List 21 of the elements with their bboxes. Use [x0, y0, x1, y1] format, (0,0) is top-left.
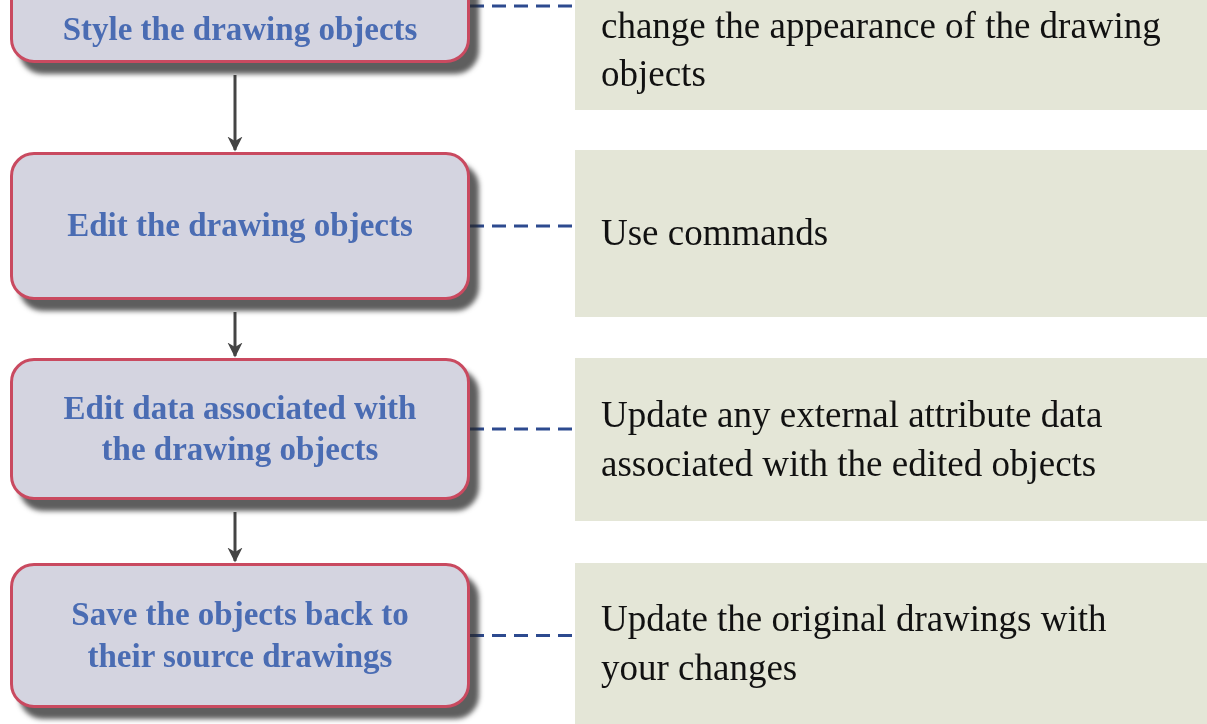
note-text: Use commands [601, 211, 829, 256]
note-text: Update the original drawings with your changes [601, 597, 1108, 690]
process-box [10, 563, 470, 708]
note-box [575, 150, 1207, 317]
step-label: Save the objects back to their source drawings [70, 595, 410, 676]
note-box [575, 358, 1207, 521]
note-box [575, 563, 1207, 724]
note-text: Update any external attribute data associated with the edited objects [601, 393, 1104, 486]
step-label: Edit data associated with the drawing objects [62, 388, 418, 469]
dashed-connector [470, 4, 575, 8]
step-label: Edit the drawing objects [67, 206, 413, 246]
dashed-connector [470, 427, 575, 431]
arrow [227, 75, 243, 152]
process-box [10, 152, 470, 300]
dashed-connector [470, 224, 575, 228]
arrow [227, 512, 243, 563]
arrow [227, 312, 243, 358]
process-box [10, 358, 470, 500]
note-text: change the appearance of the drawing objects [601, 3, 1162, 96]
dashed-connector [470, 634, 575, 637]
step-label: Style the drawing objects [62, 9, 418, 49]
